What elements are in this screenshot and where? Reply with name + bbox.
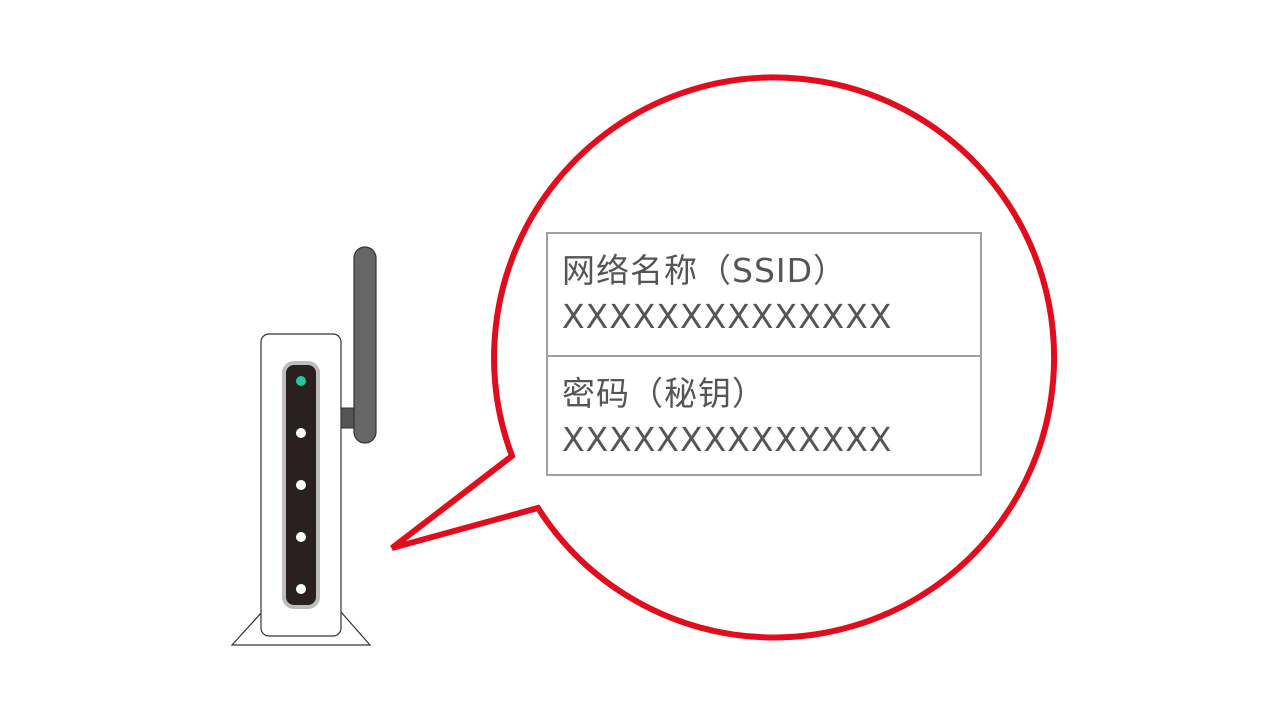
- antenna: [353, 246, 377, 444]
- password-row: 密码（秘钥） XXXXXXXXXXXXXX: [548, 355, 980, 476]
- ssid-label: 网络名称（SSID）: [562, 251, 848, 290]
- status-led: [296, 428, 306, 438]
- led-group: [296, 376, 306, 594]
- status-led-active: [296, 376, 306, 386]
- status-led: [296, 532, 306, 542]
- password-label: 密码（秘钥）: [562, 374, 766, 413]
- status-led: [296, 584, 306, 594]
- ssid-row: 网络名称（SSID） XXXXXXXXXXXXXX: [548, 234, 980, 355]
- status-led: [296, 480, 306, 490]
- password-value: XXXXXXXXXXXXXX: [562, 420, 893, 459]
- wifi-credentials-label: 网络名称（SSID） XXXXXXXXXXXXXX 密码（秘钥） XXXXXXX…: [546, 232, 982, 476]
- ssid-value: XXXXXXXXXXXXXX: [562, 297, 893, 336]
